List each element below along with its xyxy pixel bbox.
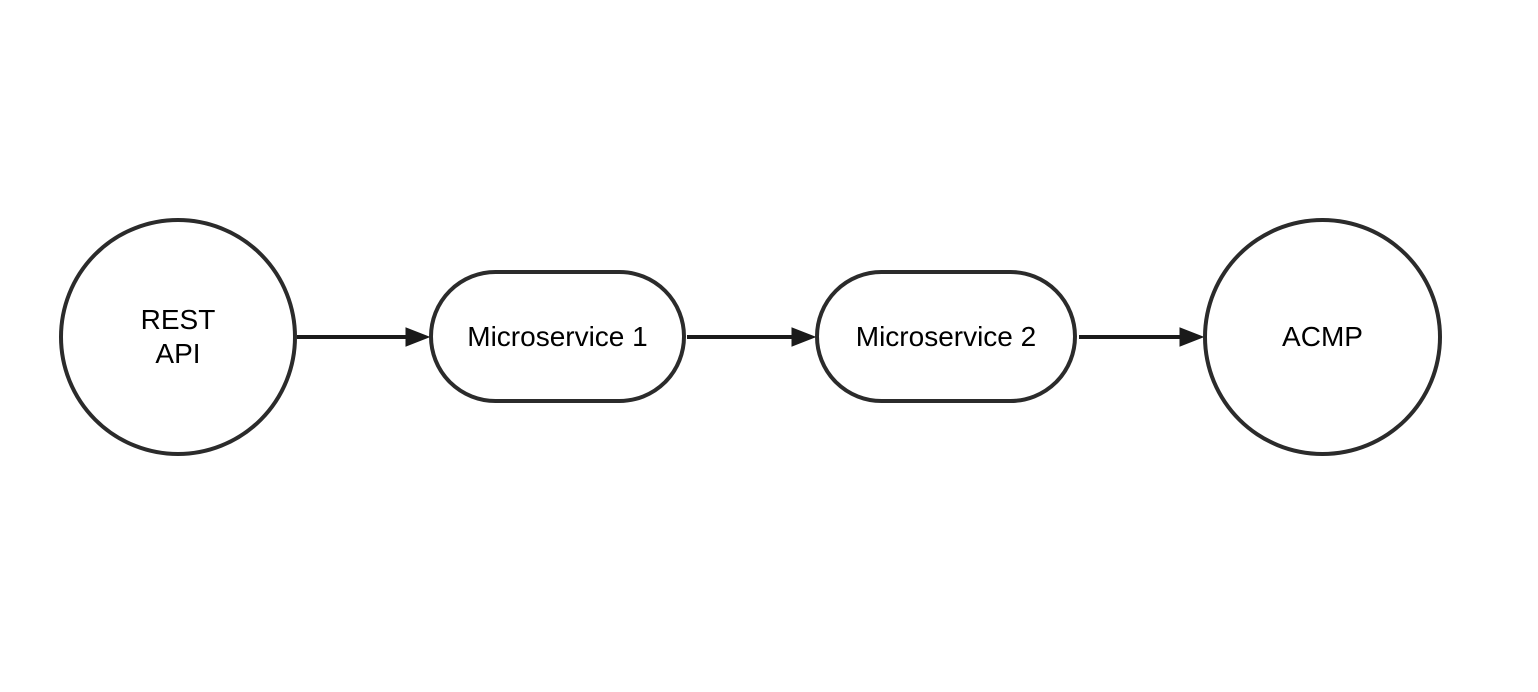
node-microservice-1: Microservice 1	[429, 270, 686, 403]
node-label: REST API	[140, 304, 216, 369]
arrow-rest-api-to-microservice-1	[297, 327, 431, 347]
arrow-head	[1179, 327, 1205, 347]
node-rest-api: REST API	[59, 218, 297, 456]
node-microservice-2: Microservice 2	[815, 270, 1077, 403]
node-label: Microservice 2	[855, 320, 1037, 352]
node-label: Microservice 1	[467, 320, 648, 352]
arrow-microservice-2-to-acmp	[1079, 327, 1205, 347]
node-label: ACMP	[1282, 321, 1363, 353]
arrow-head	[405, 327, 431, 347]
node-acmp: ACMP	[1203, 218, 1442, 456]
arrow-head	[791, 327, 817, 347]
arrow-microservice-1-to-microservice-2	[687, 327, 817, 347]
